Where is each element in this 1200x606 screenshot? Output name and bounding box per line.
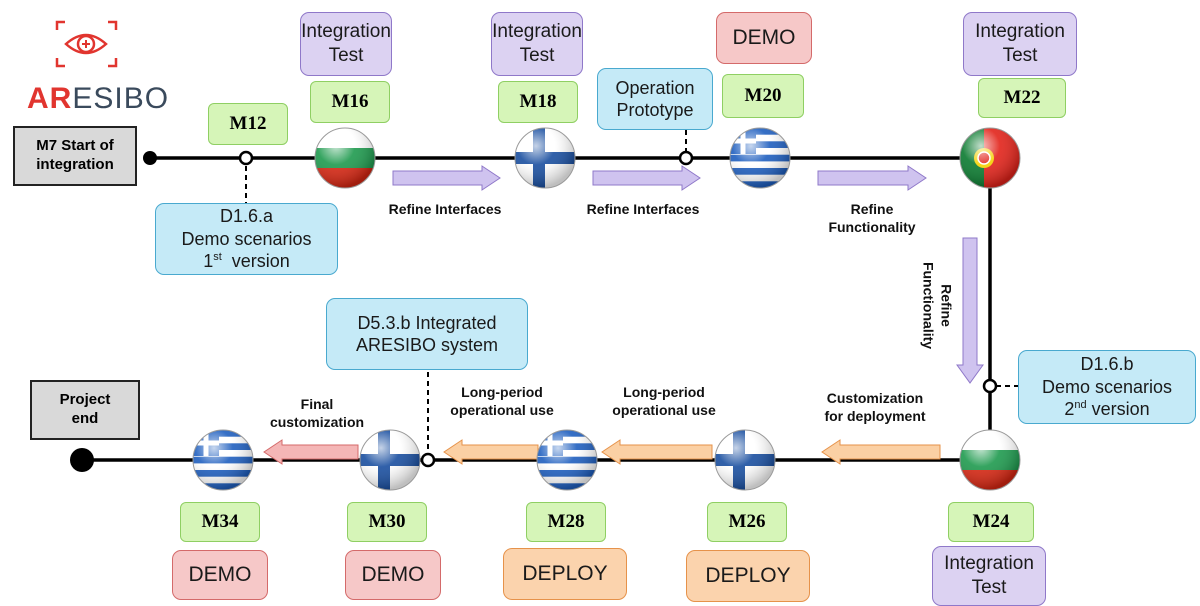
- operation-prototype-box: Operation Prototype: [597, 68, 713, 130]
- refine-label-line2: Functionality: [828, 218, 916, 235]
- deploy-m26: DEPLOY: [686, 550, 810, 602]
- final-line1: Final: [300, 396, 334, 412]
- start-node: [143, 151, 157, 165]
- d16b-node: [982, 378, 998, 394]
- long-period-line1: Long-period: [461, 384, 543, 400]
- integration-line1: Integration: [944, 553, 1034, 575]
- integration-line2: Test: [971, 577, 1007, 598]
- refine-label-line1: Refine: [938, 284, 955, 327]
- milestone-m20: M20: [722, 74, 804, 118]
- milestone-m16: M16: [310, 81, 390, 123]
- integration-test-m22: Integration Test: [963, 12, 1077, 76]
- greece-flag-icon: [193, 430, 253, 490]
- d16b-line1: D1.6.b: [1080, 354, 1134, 375]
- demo-m20: DEMO: [716, 12, 812, 64]
- refine-interfaces-arrow-2: [592, 165, 701, 191]
- customization-line1: Customization: [826, 390, 924, 406]
- refine-functionality-arrow-2: [956, 237, 984, 384]
- aresibo-logo: ARESIBO: [27, 82, 169, 116]
- milestone-m18: M18: [498, 81, 578, 123]
- d16b-line2: Demo scenarios: [1041, 376, 1173, 397]
- milestone-m26: M26: [707, 502, 787, 542]
- deliverable-d53b: D5.3.b Integrated ARESIBO system: [326, 298, 528, 370]
- milestone-m28: M28: [526, 502, 606, 542]
- refine-interfaces-label-1: Refine Interfaces: [388, 201, 502, 217]
- logo-text-esibo: ESIBO: [72, 82, 170, 115]
- integration-line2: Test: [1002, 45, 1038, 66]
- milestone-m30: M30: [347, 502, 427, 542]
- integration-line1: Integration: [301, 21, 391, 43]
- integration-test-m18: Integration Test: [491, 12, 583, 76]
- refine-label-line2: Functionality: [921, 261, 937, 350]
- aresibo-eye-icon: [55, 20, 118, 68]
- final-customization-arrow: [263, 439, 359, 465]
- finland-flag-icon: [360, 430, 420, 490]
- prototype-line2: Prototype: [616, 100, 694, 120]
- d53b-line1: D5.3.b Integrated: [357, 312, 497, 333]
- refine-interfaces-label-2: Refine Interfaces: [586, 201, 700, 217]
- long-period-line1: Long-period: [623, 384, 705, 400]
- milestone-m12: M12: [208, 103, 288, 145]
- d16b-line3: 2nd version: [1064, 399, 1150, 420]
- end-line1: Project: [59, 391, 111, 409]
- finland-flag-icon: [715, 430, 775, 490]
- end-node: [70, 448, 94, 472]
- deliverable-d16a: D1.6.a Demo scenarios 1st version: [155, 203, 338, 275]
- refine-functionality-label-2: Refine Functionality: [920, 246, 955, 366]
- d53b-line2: ARESIBO system: [355, 335, 499, 355]
- customization-arrow: [821, 439, 941, 465]
- start-line1: M7 Start of: [36, 137, 114, 155]
- end-line2: end: [71, 410, 99, 427]
- integration-line1: Integration: [492, 21, 582, 43]
- long-period-label-1: Long-period operational use: [432, 384, 572, 419]
- customization-line2: for deployment: [824, 407, 926, 424]
- final-line2: customization: [269, 413, 365, 430]
- refine-functionality-arrow-1: [817, 165, 927, 191]
- integration-test-m16: Integration Test: [300, 12, 392, 76]
- logo-text-ar: AR: [27, 82, 73, 115]
- start-of-integration-box: M7 Start of integration: [13, 126, 137, 186]
- milestone-m24: M24: [948, 502, 1034, 542]
- milestone-m22: M22: [978, 78, 1066, 118]
- greece-flag-icon: [730, 128, 790, 188]
- greece-flag-icon: [537, 430, 597, 490]
- integration-line2: Test: [328, 45, 364, 66]
- project-end-box: Project end: [30, 380, 140, 440]
- long-period-line2: operational use: [450, 401, 554, 418]
- deploy-m28: DEPLOY: [503, 548, 627, 600]
- integration-line2: Test: [519, 45, 555, 66]
- demo-m30: DEMO: [345, 550, 441, 600]
- integration-line1: Integration: [975, 21, 1065, 43]
- long-period-line2: operational use: [612, 401, 716, 418]
- d16a-line1: D1.6.a: [219, 206, 274, 227]
- long-period-label-2: Long-period operational use: [594, 384, 734, 419]
- final-customization-label: Final customization: [252, 396, 382, 431]
- d16a-line3: 1st version: [203, 251, 290, 272]
- deliverable-d16b: D1.6.b Demo scenarios 2nd version: [1018, 350, 1196, 424]
- refine-label-line1: Refine: [850, 201, 894, 217]
- prototype-line1: Operation: [615, 77, 695, 98]
- bulgaria-flag-icon: [315, 128, 375, 188]
- portugal-flag-icon: [960, 128, 1020, 188]
- bulgaria-flag-icon: [960, 430, 1020, 490]
- demo-m34: DEMO: [172, 550, 268, 600]
- d16a-line2: Demo scenarios: [181, 228, 312, 249]
- start-line2: integration: [36, 156, 114, 173]
- refine-interfaces-arrow-1: [392, 165, 501, 191]
- finland-flag-icon: [515, 128, 575, 188]
- milestone-m34: M34: [180, 502, 260, 542]
- prototype-node: [678, 150, 694, 166]
- d53b-node: [420, 452, 436, 468]
- customization-label: Customization for deployment: [800, 390, 950, 425]
- long-period-arrow-1: [601, 439, 713, 465]
- integration-test-m24: Integration Test: [932, 546, 1046, 606]
- m12-node: [238, 150, 254, 166]
- long-period-arrow-2: [443, 439, 539, 465]
- refine-functionality-label-1: Refine Functionality: [812, 201, 932, 236]
